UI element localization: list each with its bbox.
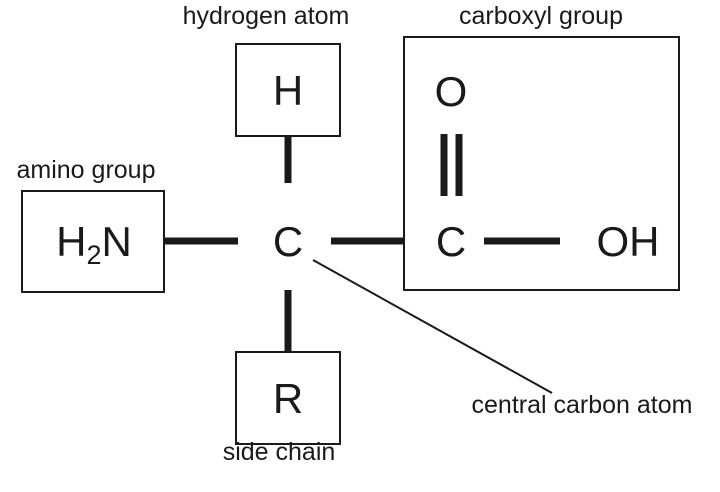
amino-h: H [56, 218, 86, 265]
carboxyl-group-box [403, 36, 680, 291]
central-carbon-pointer [312, 259, 553, 394]
amino-group-formula: H2N [56, 218, 132, 270]
side-chain-atom: R [273, 375, 303, 422]
hydroxyl-group: OH [597, 218, 660, 265]
amino-group-label: amino group [17, 156, 156, 184]
hydrogen-atom-label: hydrogen atom [183, 2, 350, 30]
carboxyl-oxygen-atom: O [435, 68, 468, 115]
side-chain-label: side chain [223, 438, 336, 466]
carboxyl-group-label: carboxyl group [459, 2, 623, 30]
amino-n: N [102, 218, 132, 265]
central-carbon-label: central carbon atom [472, 391, 693, 419]
carboxyl-carbon-atom: C [436, 218, 466, 265]
hydrogen-atom: H [273, 67, 303, 114]
central-carbon-atom: C [273, 218, 303, 265]
amino-subscript: 2 [86, 240, 101, 270]
